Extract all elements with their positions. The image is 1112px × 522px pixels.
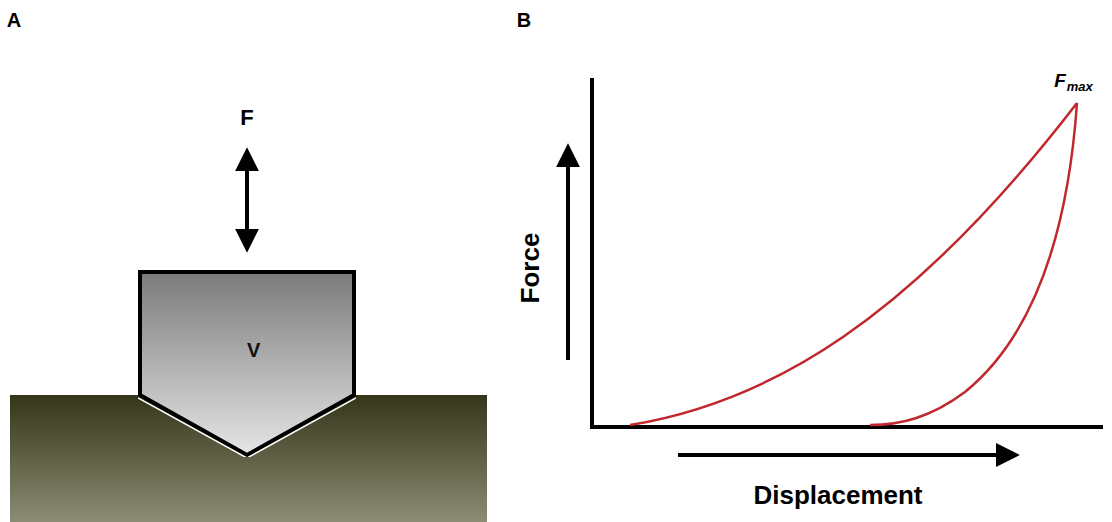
axis-title: Displacement (753, 482, 922, 508)
force-axis-arrow (566, 148, 570, 360)
panel-letter: B (517, 10, 531, 30)
axes (592, 78, 1103, 427)
loading-curve (630, 103, 1077, 425)
max-force-symbol: F (1054, 71, 1066, 90)
volume-label: V (247, 340, 260, 360)
indenter-shape (138, 270, 356, 457)
unloading-curve (870, 103, 1077, 425)
axis-title: Force (517, 233, 543, 304)
displacement-axis-arrow (678, 453, 1015, 457)
force-symbol: F (240, 107, 253, 129)
subscript: max (1067, 80, 1093, 93)
force-arrow (245, 152, 249, 248)
panel-letter: A (7, 10, 21, 30)
indenter: V (138, 270, 356, 457)
